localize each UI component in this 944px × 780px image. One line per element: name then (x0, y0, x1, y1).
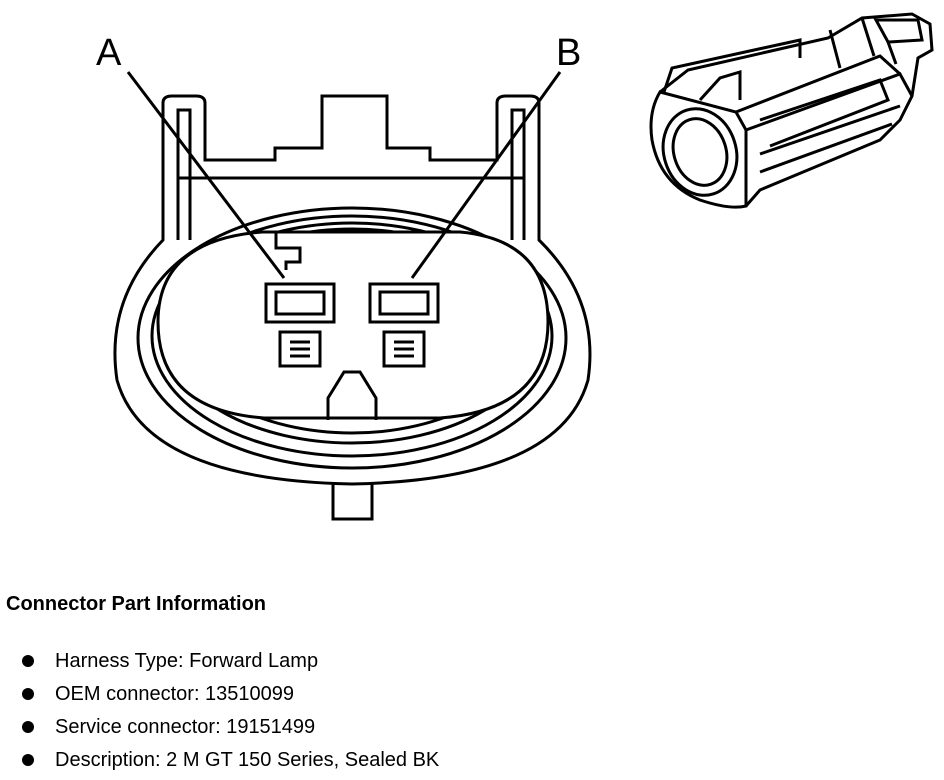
bullet-icon (22, 754, 34, 766)
list-item-text: OEM connector: 13510099 (55, 683, 295, 705)
list-item-text: Description: 2 M GT 150 Series, Sealed B… (55, 749, 440, 771)
list-item-text: Harness Type: Forward Lamp (55, 650, 319, 672)
part-info-list: Harness Type: Forward Lamp OEM connector… (22, 648, 439, 780)
connector-face (113, 94, 592, 486)
bullet-icon (22, 688, 34, 700)
bullet-icon (22, 655, 34, 667)
connector-diagram (113, 12, 934, 521)
list-item-text: Service connector: 19151499 (55, 716, 316, 738)
list-item: OEM connector: 13510099 (22, 681, 439, 714)
list-item: Description: 2 M GT 150 Series, Sealed B… (22, 747, 439, 780)
connector-3d-view (649, 12, 934, 209)
leader-a (126, 71, 286, 279)
bullet-icon (22, 721, 34, 733)
pin-label-a: A (96, 32, 122, 74)
list-item: Service connector: 19151499 (22, 714, 439, 747)
pin-label-b: B (556, 32, 582, 74)
list-item: Harness Type: Forward Lamp (22, 648, 439, 681)
section-title: Connector Part Information (6, 593, 267, 615)
leader-b (410, 71, 562, 279)
